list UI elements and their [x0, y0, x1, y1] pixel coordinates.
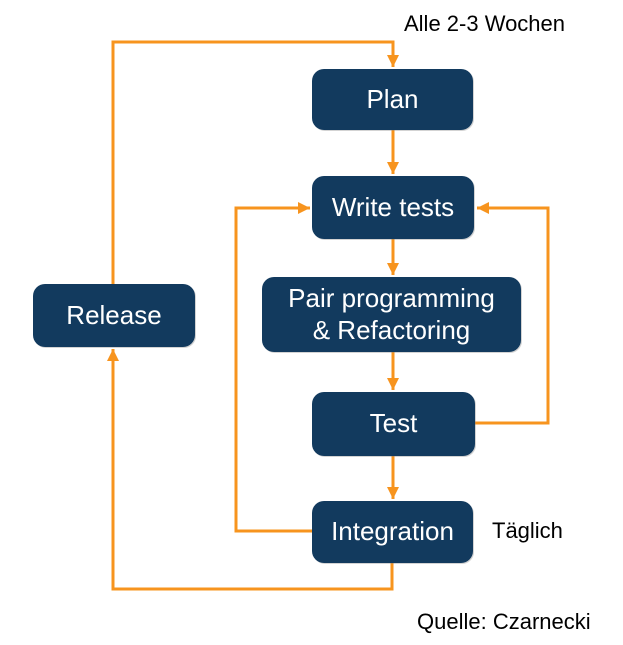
- annotation-cycle-interval: Alle 2-3 Wochen: [404, 11, 566, 36]
- node-pair-label-line2: & Refactoring: [312, 314, 471, 345]
- connector-integration-loop-to-write-tests: [234, 202, 312, 533]
- node-pair-label-line1: Pair programming: [288, 283, 495, 314]
- node-write-tests: Write tests: [312, 176, 474, 239]
- node-integration: Integration: [312, 501, 473, 563]
- node-release-label: Release: [66, 299, 162, 330]
- node-release: Release: [33, 284, 195, 347]
- annotation-daily: Täglich: [492, 518, 563, 543]
- node-pair-programming: Pair programming & Refactoring: [262, 277, 521, 352]
- node-test: Test: [312, 392, 475, 456]
- node-integration-label: Integration: [331, 516, 454, 547]
- node-plan: Plan: [312, 69, 473, 130]
- node-plan-label: Plan: [366, 83, 419, 114]
- node-write-tests-label: Write tests: [331, 191, 455, 222]
- node-test-label: Test: [369, 408, 418, 439]
- annotation-source-credit: Quelle: Czarnecki: [417, 609, 591, 634]
